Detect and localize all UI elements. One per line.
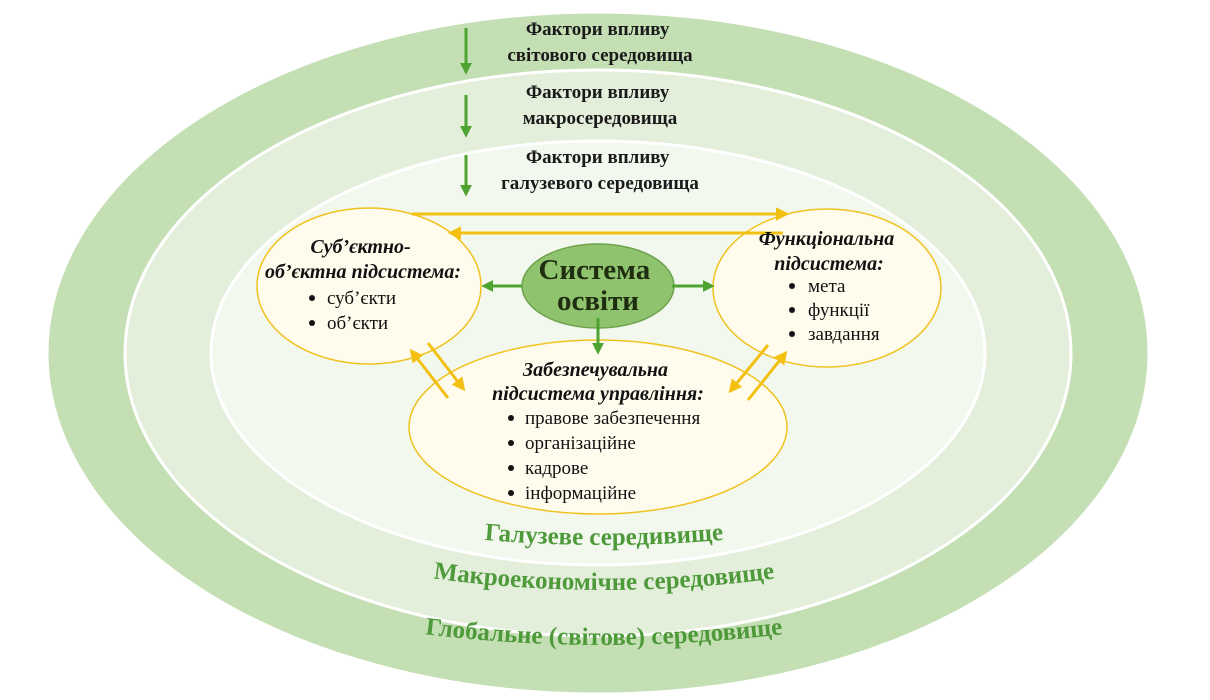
support-item: організаційне: [525, 433, 636, 454]
factor-world-text: Фактори впливу світового середовища: [507, 19, 693, 66]
bullet-icon: [789, 283, 795, 289]
functional-title: Функціональна підсистема:: [759, 228, 899, 275]
bullet-icon: [309, 295, 315, 301]
bullet-icon: [309, 320, 315, 326]
subject-object-subsystem: [256, 207, 482, 365]
industry-ring-label: Галузеве середивище: [484, 519, 724, 551]
arrow-support-to-subject: [409, 348, 450, 399]
education-system-label: Система освіти: [539, 254, 658, 317]
support-item: кадрове: [525, 458, 588, 479]
support-title: Забезпечувальна підсистема управління:: [492, 359, 704, 405]
functional-item: мета: [808, 276, 846, 297]
factor-macro-text: Фактори впливу макросередовища: [523, 82, 678, 129]
subject-object-item: суб’єкти: [327, 288, 396, 309]
functional-item: завдання: [808, 324, 880, 345]
functional-item: функції: [808, 300, 870, 321]
bullet-icon: [508, 490, 514, 496]
bullet-icon: [789, 331, 795, 337]
support-item: правове забезпечення: [525, 408, 700, 429]
factor-industry-text: Фактори впливу галузевого середовища: [501, 147, 699, 194]
support-item: інформаційне: [525, 483, 636, 504]
arrow-support-to-functional: [746, 350, 788, 401]
arrow-functional-to-support: [728, 344, 770, 394]
bullet-icon: [508, 440, 514, 446]
bullet-icon: [508, 415, 514, 421]
arrow-subject-to-support: [426, 342, 466, 392]
bullet-icon: [789, 307, 795, 313]
subject-object-item: об’єкти: [327, 313, 388, 334]
bullet-icon: [508, 465, 514, 471]
subject-object-title: Суб’єктно- об’єктна підсистема:: [265, 236, 461, 283]
